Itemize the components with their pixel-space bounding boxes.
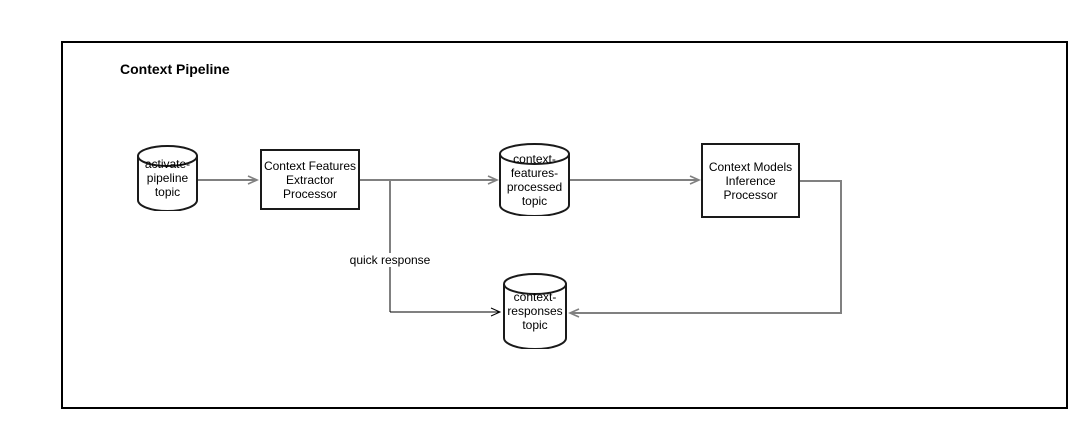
cylinder-shape-icon [137, 145, 198, 211]
node-context-features-extractor-processor[interactable]: Context Features Extractor Processor [260, 149, 360, 210]
node-label: context- responses topic [507, 290, 563, 332]
cylinder-shape-icon [503, 273, 567, 349]
node-label: Context Models Inference Processor [708, 159, 793, 202]
node-label: context- features- processed topic [506, 151, 563, 208]
edge-inference-to-responses-topic [568, 180, 842, 318]
node-label: activate- pipeline topic [144, 157, 191, 199]
diagram-title: Context Pipeline [120, 61, 230, 77]
node-context-responses-topic[interactable]: context- responses topic [503, 273, 567, 349]
diagram-canvas-frame [61, 41, 1068, 409]
node-activate-pipeline-topic[interactable]: activate- pipeline topic [137, 145, 198, 211]
cylinder-shape-icon [499, 143, 570, 216]
edge-label-quick-response[interactable]: quick response [348, 253, 432, 267]
node-context-models-inference-processor[interactable]: Context Models Inference Processor [701, 143, 800, 218]
node-context-features-processed-topic[interactable]: context- features- processed topic [499, 143, 570, 216]
node-label: Context Features Extractor Processor [263, 158, 357, 201]
